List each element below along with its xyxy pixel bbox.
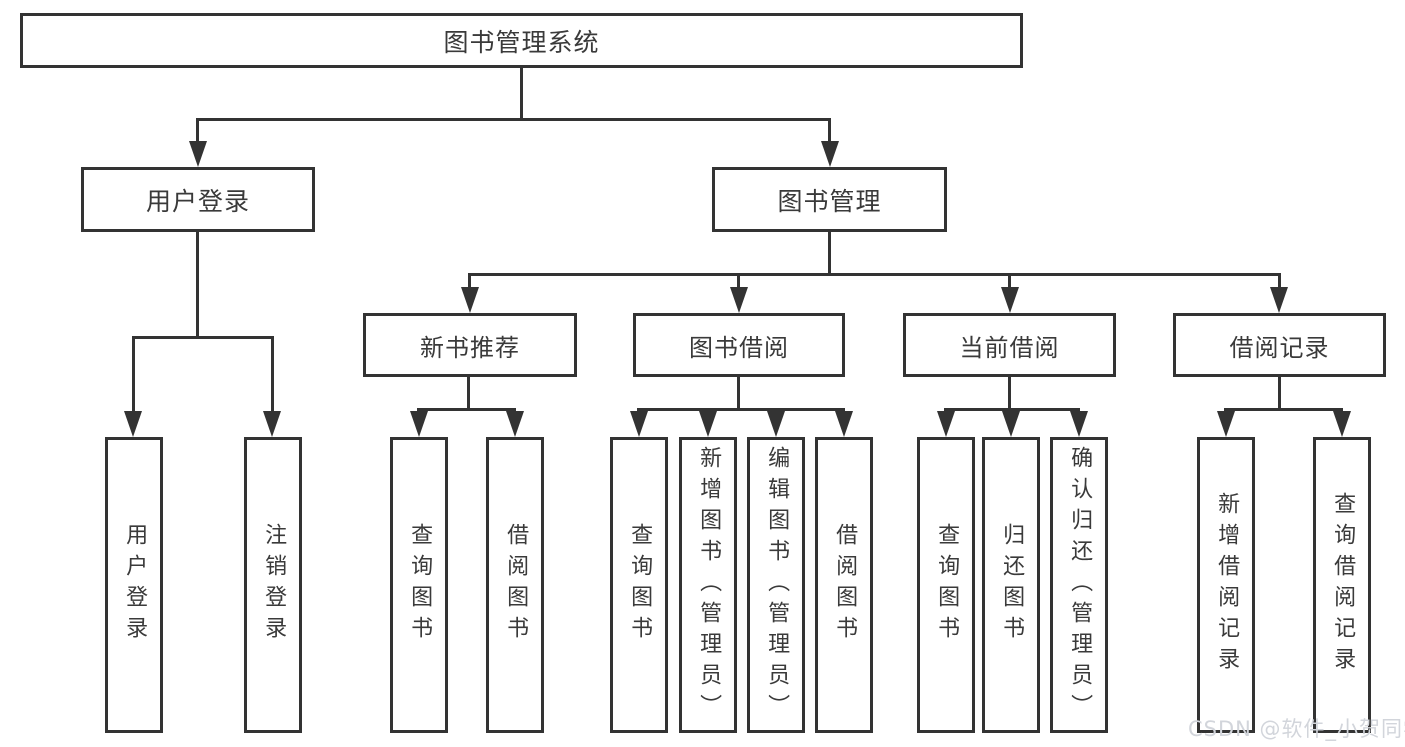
node-label: 图书管理 [777,186,882,216]
node-label: 归还图书 [999,523,1025,647]
connector-line [468,273,1281,276]
connector-line [271,336,274,414]
arrowhead-icon [263,411,281,437]
watermark: CSDN @软件_小贺同学 [1188,717,1405,741]
arrowhead-icon [730,287,748,313]
arrowhead-icon [821,141,839,167]
connector-line [196,118,199,144]
leaf-bb-borrow-books: 借阅图书 [815,437,873,733]
arrowhead-icon [630,411,648,437]
arrowhead-icon [699,411,717,437]
leaf-bb-edit-books: 编辑图书（管理员） [747,437,805,733]
node-label: 注销登录 [261,523,287,647]
arrowhead-icon [506,411,524,437]
arrowhead-icon [461,287,479,313]
connector-line [828,232,831,276]
leaf-br-query-record: 查询借阅记录 [1313,437,1371,733]
connector-line [1278,273,1281,290]
node-label: 新书推荐 [420,333,520,362]
arrowhead-icon [1002,411,1020,437]
node-library-management-system: 图书管理系统 [20,13,1023,68]
leaf-bb-query-books: 查询图书 [610,437,668,733]
node-label: 当前借阅 [959,333,1060,362]
node-label: 借阅图书 [503,523,529,647]
node-book-borrowing: 图书借阅 [633,313,845,377]
leaf-bb-add-books: 新增图书（管理员） [679,437,737,733]
node-label: 查询图书 [934,523,960,647]
leaf-logout: 注销登录 [244,437,302,733]
connector-line [468,273,471,290]
node-label: 用户登录 [122,523,148,647]
node-label: 编辑图书（管理员） [764,445,790,725]
connector-line [132,336,135,414]
node-label: 图书管理系统 [443,27,600,57]
node-current-borrowing: 当前借阅 [903,313,1116,377]
leaf-cb-return-books: 归还图书 [982,437,1040,733]
leaf-user-login: 用户登录 [105,437,163,733]
connector-line [828,118,831,144]
node-label: 确认归还（管理员） [1067,445,1093,725]
arrowhead-icon [410,411,428,437]
node-label: 借阅记录 [1229,333,1330,362]
connector-line [196,232,199,339]
arrowhead-icon [1070,411,1088,437]
connector-line [637,408,845,411]
node-label: 新增借阅记录 [1214,492,1240,678]
connector-line [737,377,740,411]
arrowhead-icon [835,411,853,437]
connector-line [467,377,470,411]
connector-line [196,118,831,121]
node-label: 查询借阅记录 [1330,492,1356,678]
arrowhead-icon [1001,287,1019,313]
arrowhead-icon [937,411,955,437]
node-user-login: 用户登录 [81,167,315,232]
leaf-cb-query-books: 查询图书 [917,437,975,733]
connector-line [1008,273,1011,290]
leaf-cb-confirm-return: 确认归还（管理员） [1050,437,1108,733]
node-book-management: 图书管理 [712,167,947,232]
leaf-nbr-borrow-books: 借阅图书 [486,437,544,733]
arrowhead-icon [767,411,785,437]
leaf-nbr-query-books: 查询图书 [390,437,448,733]
node-label: 查询图书 [627,523,653,647]
arrowhead-icon [124,411,142,437]
node-label: 用户登录 [145,186,250,216]
node-new-book-recommend: 新书推荐 [363,313,577,377]
connector-line [417,408,516,411]
node-label: 借阅图书 [832,523,858,647]
arrowhead-icon [1270,287,1288,313]
connector-line [944,408,1080,411]
connector-line [1278,377,1281,411]
node-label: 新增图书（管理员） [696,445,722,725]
node-borrowing-records: 借阅记录 [1173,313,1386,377]
connector-line [1224,408,1343,411]
connector-line [737,273,740,290]
leaf-br-add-record: 新增借阅记录 [1197,437,1255,733]
node-label: 查询图书 [407,523,433,647]
arrowhead-icon [189,141,207,167]
arrowhead-icon [1217,411,1235,437]
connector-line [520,68,523,121]
node-label: 图书借阅 [689,333,789,362]
connector-line [1008,377,1011,411]
arrowhead-icon [1333,411,1351,437]
connector-line [132,336,274,339]
